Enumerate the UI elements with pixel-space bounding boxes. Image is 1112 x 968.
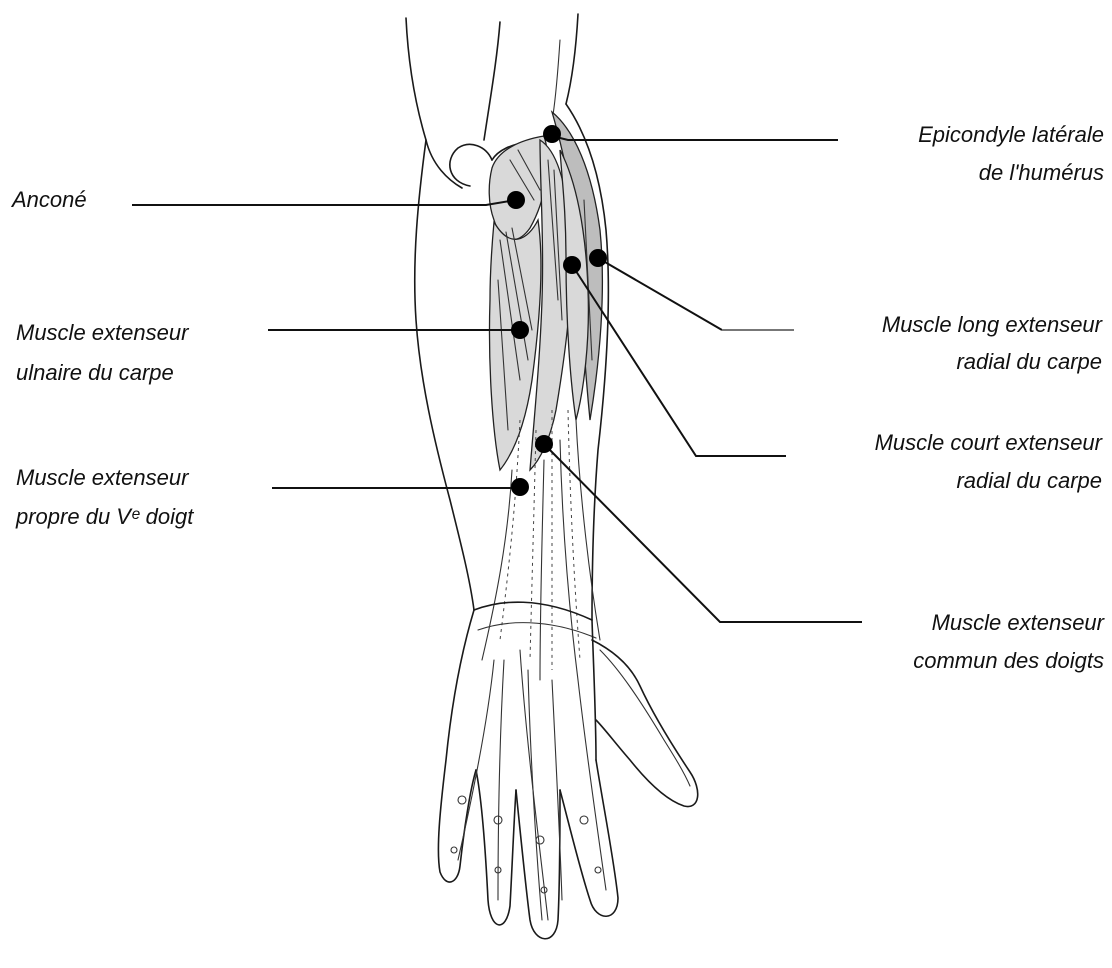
label-epicondyle-line2: de l'humérus xyxy=(979,160,1104,185)
label-edc-line2: commun des doigts xyxy=(913,648,1104,673)
leader-ancone xyxy=(132,200,516,205)
arm-illustration xyxy=(406,14,698,939)
label-edc-line1: Muscle extenseur xyxy=(932,610,1106,635)
marker-ecrl xyxy=(589,249,607,267)
label-ancone: Anconé xyxy=(10,187,87,212)
label-ecu-line2: ulnaire du carpe xyxy=(16,360,174,385)
leader-ecrb xyxy=(572,265,786,456)
label-ecu-line1: Muscle extenseur xyxy=(16,320,190,345)
marker-edc xyxy=(535,435,553,453)
label-ecrl-line2: radial du carpe xyxy=(956,349,1102,374)
marker-ancone xyxy=(507,191,525,209)
label-ecrb-line2: radial du carpe xyxy=(956,468,1102,493)
label-ecrb-line1: Muscle court extenseur xyxy=(875,430,1104,455)
label-ecrl-line1: Muscle long extenseur xyxy=(882,312,1104,337)
label-edm-line1: Muscle extenseur xyxy=(16,465,190,490)
marker-epicondyle xyxy=(543,125,561,143)
marker-edm xyxy=(511,478,529,496)
label-edm-line2: propre du Vᵉ doigt xyxy=(15,504,194,529)
label-epicondyle-line1: Epicondyle latérale xyxy=(918,122,1104,147)
marker-ecu xyxy=(511,321,529,339)
leader-ecrl-a xyxy=(598,258,722,330)
leader-epicondyle xyxy=(552,136,838,140)
marker-ecrb xyxy=(563,256,581,274)
